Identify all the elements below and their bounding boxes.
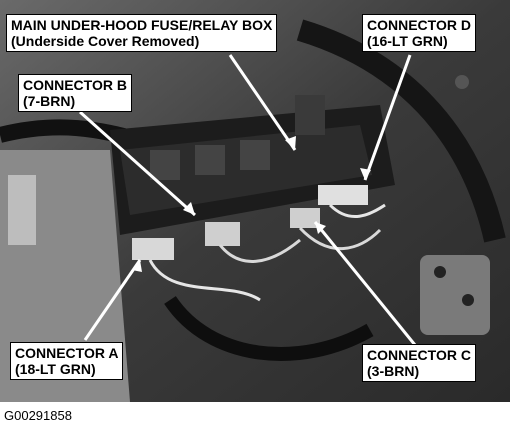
connector-b xyxy=(205,222,240,246)
label-connector-d-line1: CONNECTOR D xyxy=(367,17,471,33)
label-connector-c-line1: CONNECTOR C xyxy=(367,347,471,363)
wire xyxy=(218,238,301,263)
label-connector-b: CONNECTOR B (7-BRN) xyxy=(18,74,132,112)
connector-a xyxy=(132,238,174,260)
label-connector-c-line2: (3-BRN) xyxy=(367,363,420,379)
figure-code: G00291858 xyxy=(4,408,72,423)
relay xyxy=(240,140,270,170)
hose-right xyxy=(296,19,506,243)
connector-c xyxy=(290,208,320,228)
label-connector-c: CONNECTOR C (3-BRN) xyxy=(362,344,476,382)
label-connector-d-line2: (16-LT GRN) xyxy=(367,33,448,49)
bolt xyxy=(462,294,474,306)
relay xyxy=(295,95,325,135)
bolt xyxy=(434,266,446,278)
relay xyxy=(150,150,180,180)
bolt xyxy=(455,75,469,89)
relay xyxy=(195,145,225,175)
pointer-arrowheads xyxy=(132,136,371,272)
engine-bay-photo xyxy=(0,0,510,402)
label-connector-a-line2: (18-LT GRN) xyxy=(15,361,96,377)
label-fuse-box-line2: (Underside Cover Removed) xyxy=(11,33,200,49)
label-connector-b-line2: (7-BRN) xyxy=(23,93,76,109)
label-connector-d: CONNECTOR D (16-LT GRN) xyxy=(362,14,476,52)
pointer-lines xyxy=(78,54,417,346)
sticker xyxy=(8,175,36,245)
label-fuse-box-line1: MAIN UNDER-HOOD FUSE/RELAY BOX xyxy=(11,17,273,33)
label-connector-a-line1: CONNECTOR A xyxy=(15,345,119,361)
wire xyxy=(298,226,382,251)
label-connector-a: CONNECTOR A (18-LT GRN) xyxy=(10,342,124,380)
connector-d xyxy=(318,185,368,205)
wire xyxy=(148,259,261,302)
label-connector-b-line1: CONNECTOR B xyxy=(23,77,127,93)
lower-harness xyxy=(164,295,374,361)
bracket xyxy=(420,255,490,335)
label-fuse-box: MAIN UNDER-HOOD FUSE/RELAY BOX (Undersid… xyxy=(6,14,278,52)
wire xyxy=(328,203,386,219)
